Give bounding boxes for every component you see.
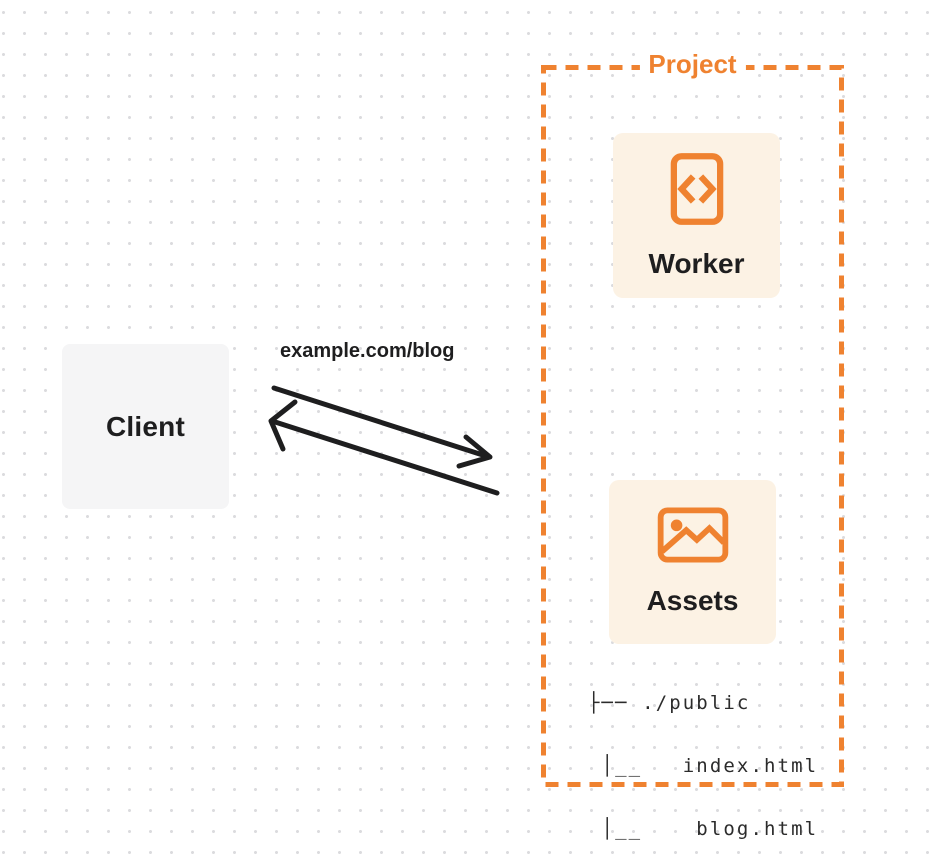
assets-label: Assets <box>646 585 739 616</box>
client-box: Client <box>62 344 229 509</box>
project-label: Project <box>639 50 746 78</box>
response-arrow <box>268 399 500 496</box>
image-icon <box>657 507 728 563</box>
worker-label: Worker <box>648 247 745 279</box>
worker-card: Worker <box>613 133 780 298</box>
code-document-icon <box>670 152 723 225</box>
client-label: Client <box>106 410 185 442</box>
assets-file-tree: ├── ./public │__ index.html │__ blog.htm… <box>588 651 818 860</box>
project-container: Project Worker Assets ├── ./public │__ i… <box>541 50 844 840</box>
request-arrow <box>271 385 493 469</box>
file-tree-line-index: │__ index.html <box>588 755 819 777</box>
request-url-label: example.com/blog <box>280 340 455 362</box>
assets-card: Assets <box>609 480 776 644</box>
file-tree-line-public: ├── ./public <box>588 692 751 714</box>
file-tree-line-blog: │__ blog.html <box>588 818 819 840</box>
